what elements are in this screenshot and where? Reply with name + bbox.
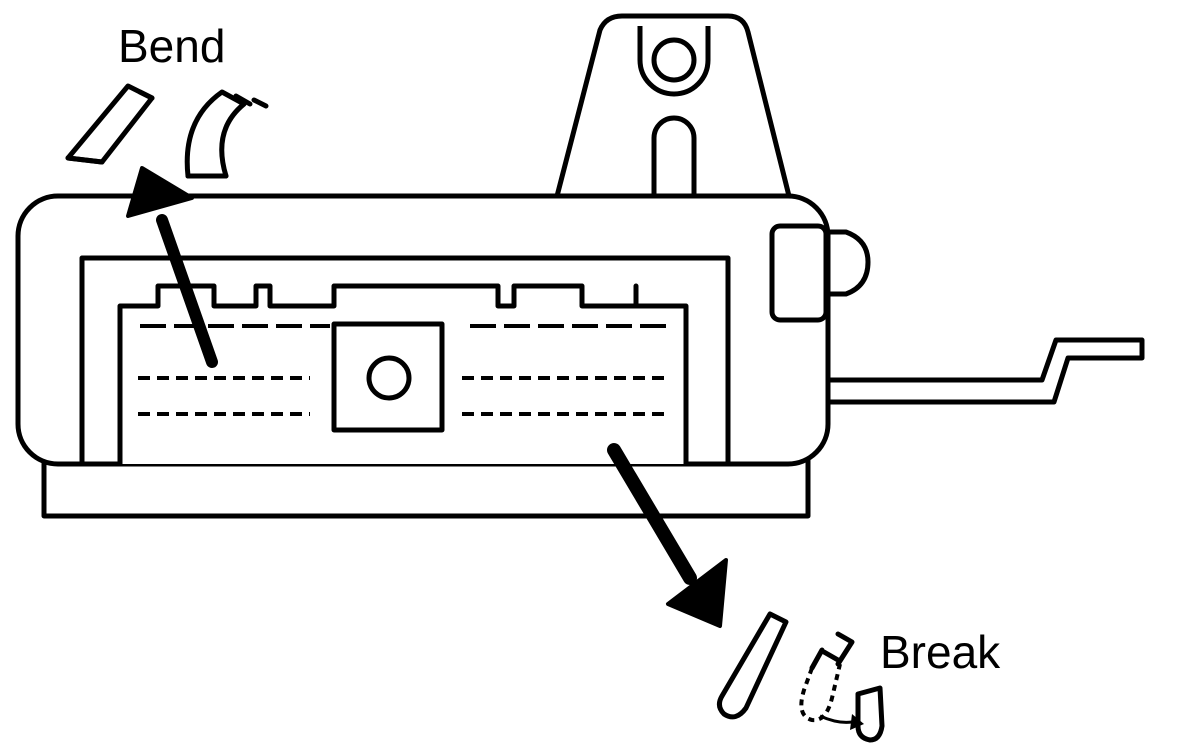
wire-lead bbox=[827, 337, 1145, 405]
break-arrow bbox=[607, 443, 728, 628]
terminal-straight-icon bbox=[65, 83, 155, 165]
mounting-bracket bbox=[553, 13, 793, 203]
break-label: Break bbox=[880, 626, 1001, 678]
bend-label: Bend bbox=[118, 20, 225, 72]
pin-intact-icon bbox=[716, 611, 789, 720]
inner-frame bbox=[79, 255, 731, 467]
fuse-rows bbox=[138, 324, 672, 416]
center-connector bbox=[331, 321, 445, 433]
pin-broken-icon bbox=[799, 631, 885, 743]
bend-arrow bbox=[126, 166, 218, 368]
side-connector bbox=[769, 223, 871, 323]
terminal-bent-icon bbox=[184, 89, 269, 179]
